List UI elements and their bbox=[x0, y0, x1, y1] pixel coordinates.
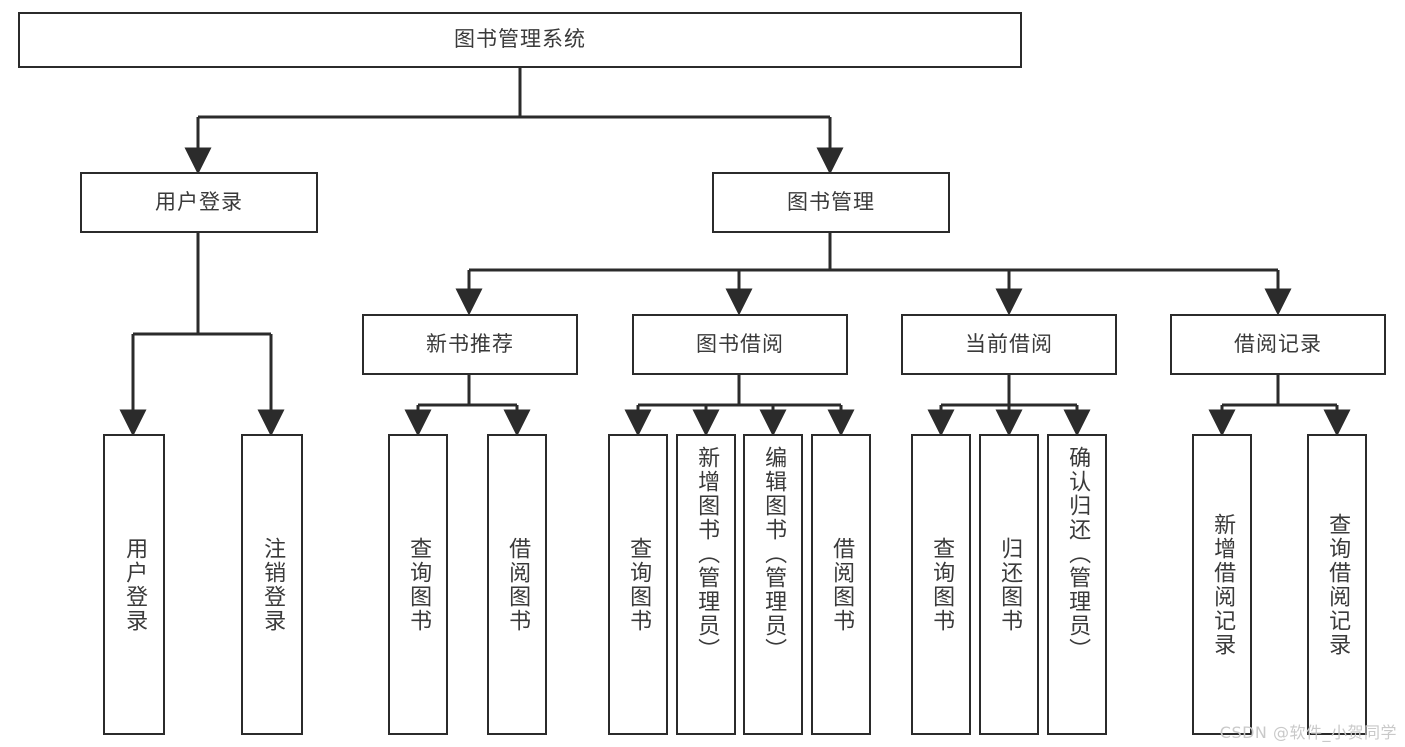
node-root-system[interactable]: 图书管理系统 bbox=[18, 12, 1022, 68]
node-user-login[interactable]: 用户登录 bbox=[80, 172, 318, 233]
node-leaf-query-book-borrow-label: 查询图书 bbox=[626, 536, 652, 633]
node-current-borrow-label: 当前借阅 bbox=[965, 331, 1053, 356]
node-leaf-borrow-book-recommend[interactable]: 借阅图书 bbox=[487, 434, 547, 735]
node-leaf-edit-book-admin[interactable]: 编辑图书（管理员） bbox=[743, 434, 803, 735]
node-leaf-borrow-book[interactable]: 借阅图书 bbox=[811, 434, 871, 735]
node-leaf-return-book-label: 归还图书 bbox=[997, 536, 1023, 633]
node-book-borrow-label: 图书借阅 bbox=[696, 331, 784, 356]
node-leaf-add-book-admin[interactable]: 新增图书（管理员） bbox=[676, 434, 736, 735]
node-new-book-recommend[interactable]: 新书推荐 bbox=[362, 314, 578, 375]
node-leaf-query-book-current[interactable]: 查询图书 bbox=[911, 434, 971, 735]
node-leaf-confirm-return-admin-label: 确认归还（管理员） bbox=[1065, 446, 1091, 662]
node-leaf-borrow-book-recommend-label: 借阅图书 bbox=[505, 536, 531, 633]
csdn-watermark: CSDN @软件_小贺同学 bbox=[1219, 723, 1397, 742]
node-leaf-borrow-book-label: 借阅图书 bbox=[829, 536, 855, 633]
node-book-management[interactable]: 图书管理 bbox=[712, 172, 950, 233]
node-leaf-query-book-recommend[interactable]: 查询图书 bbox=[388, 434, 448, 735]
node-leaf-edit-book-admin-label: 编辑图书（管理员） bbox=[761, 446, 787, 662]
node-book-management-label: 图书管理 bbox=[787, 189, 875, 214]
node-leaf-logout[interactable]: 注销登录 bbox=[241, 434, 303, 735]
node-leaf-add-book-admin-label: 新增图书（管理员） bbox=[694, 446, 720, 662]
node-leaf-return-book[interactable]: 归还图书 bbox=[979, 434, 1039, 735]
node-root-system-label: 图书管理系统 bbox=[454, 27, 586, 52]
node-leaf-query-book-borrow[interactable]: 查询图书 bbox=[608, 434, 668, 735]
node-leaf-user-login-label: 用户登录 bbox=[122, 536, 148, 633]
node-new-book-recommend-label: 新书推荐 bbox=[426, 331, 514, 356]
node-leaf-query-book-current-label: 查询图书 bbox=[929, 536, 955, 633]
node-leaf-add-borrow-record[interactable]: 新增借阅记录 bbox=[1192, 434, 1252, 735]
node-leaf-confirm-return-admin[interactable]: 确认归还（管理员） bbox=[1047, 434, 1107, 735]
node-user-login-label: 用户登录 bbox=[155, 189, 243, 214]
node-leaf-query-borrow-record[interactable]: 查询借阅记录 bbox=[1307, 434, 1367, 735]
node-borrow-record-label: 借阅记录 bbox=[1234, 331, 1322, 356]
node-leaf-query-borrow-record-label: 查询借阅记录 bbox=[1325, 512, 1351, 657]
node-leaf-logout-label: 注销登录 bbox=[260, 536, 286, 633]
node-book-borrow[interactable]: 图书借阅 bbox=[632, 314, 848, 375]
node-leaf-user-login[interactable]: 用户登录 bbox=[103, 434, 165, 735]
node-leaf-add-borrow-record-label: 新增借阅记录 bbox=[1210, 512, 1236, 657]
node-leaf-query-book-recommend-label: 查询图书 bbox=[406, 536, 432, 633]
node-borrow-record[interactable]: 借阅记录 bbox=[1170, 314, 1386, 375]
node-current-borrow[interactable]: 当前借阅 bbox=[901, 314, 1117, 375]
